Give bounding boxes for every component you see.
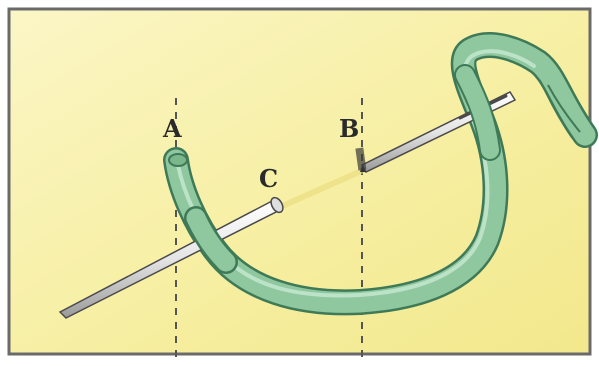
point-label-c: C <box>259 167 278 191</box>
point-label-a: A <box>163 117 182 141</box>
point-label-b: B <box>339 117 359 141</box>
